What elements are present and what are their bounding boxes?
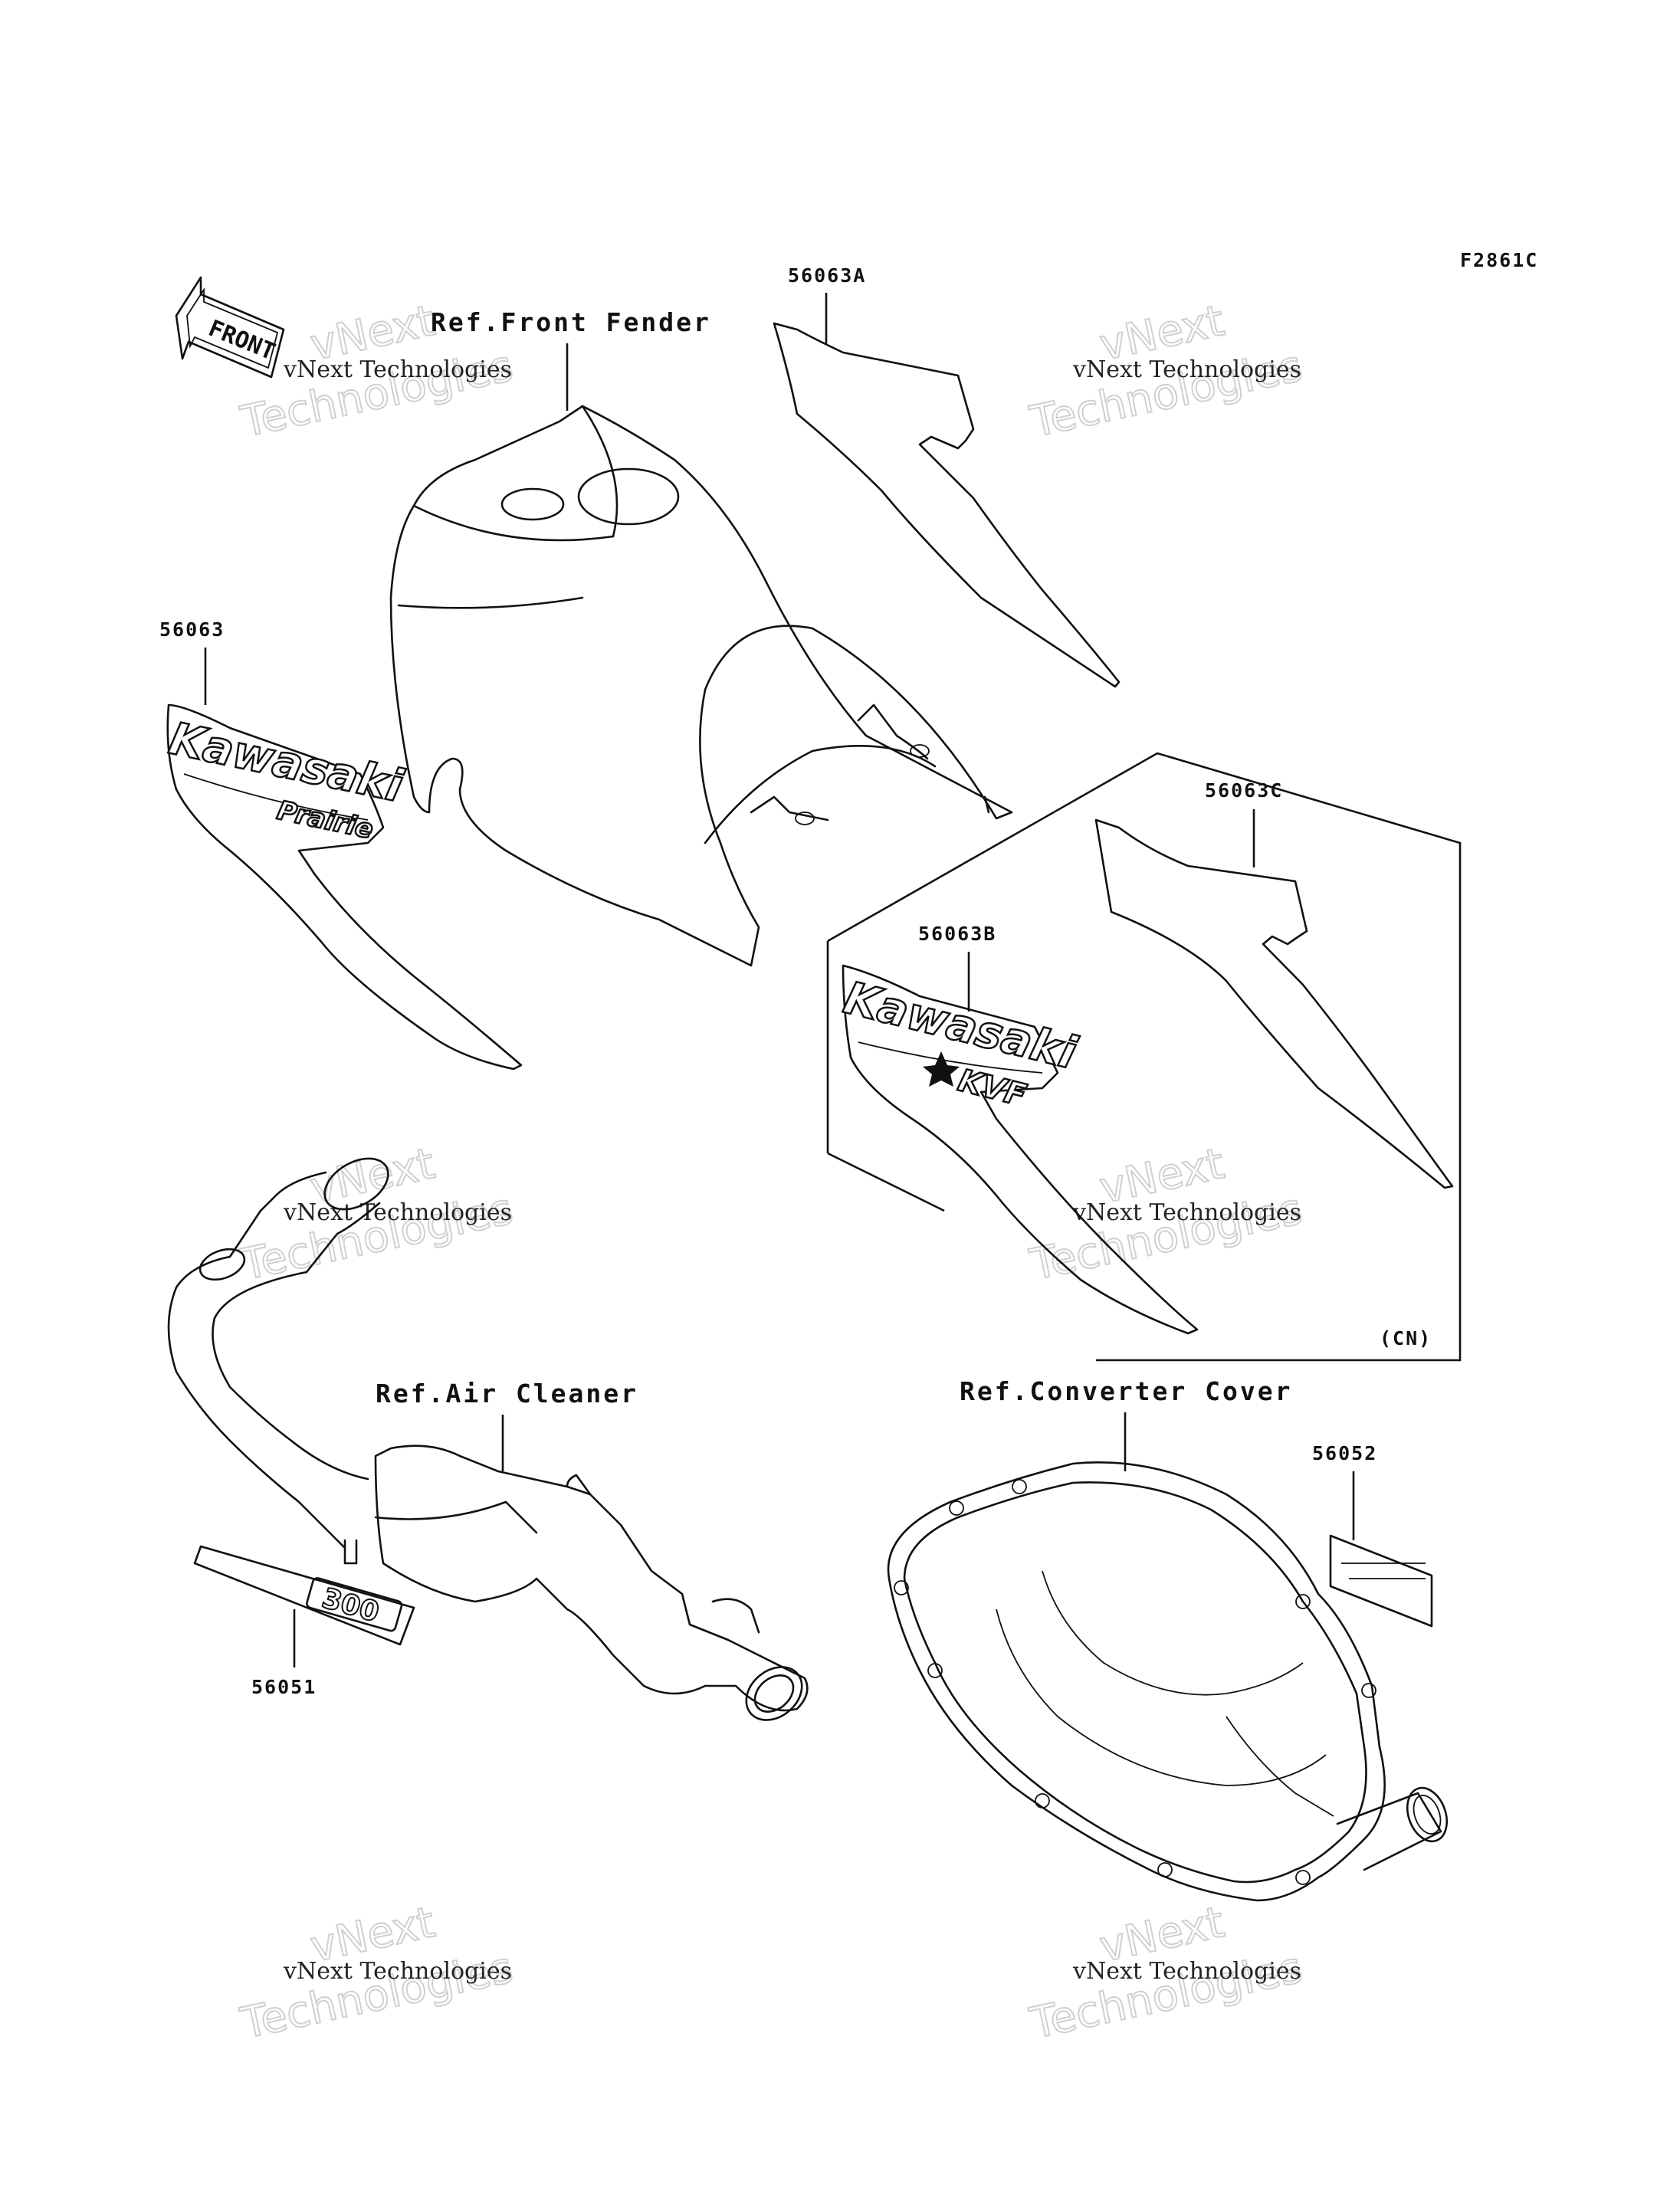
label-air-cleaner: Ref.Air Cleaner: [376, 1379, 638, 1408]
watermark-3: vNext Technologies vNext Technologies: [235, 1138, 517, 1291]
decal-56063A: [773, 322, 1121, 688]
svg-text:vNext Technologies: vNext Technologies: [1072, 1199, 1301, 1226]
label-56052: 56052: [1312, 1442, 1377, 1464]
diagram-code: F2861C: [1460, 249, 1538, 271]
front-arrow-icon: FRONT: [175, 276, 285, 379]
front-fender: [389, 405, 1013, 967]
watermark-2: vNext Technologies vNext Technologies: [1025, 295, 1307, 448]
maple-leaf-icon: [923, 1051, 960, 1087]
decal-56063B: Kawasaki KVF: [838, 964, 1199, 1335]
label-converter-cover: Ref.Converter Cover: [960, 1376, 1293, 1406]
converter-cover: [887, 1461, 1448, 1902]
decal-56051-number: 300: [319, 1582, 383, 1628]
decal-56063C: [1094, 818, 1454, 1189]
cn-variant-box: [826, 752, 1462, 1362]
label-front-fender: Ref.Front Fender: [431, 307, 711, 337]
label-56051: 56051: [251, 1676, 317, 1698]
svg-text:vNext Technologies: vNext Technologies: [1072, 1958, 1301, 1985]
decal-56051: 300: [193, 1545, 415, 1646]
watermark-5: vNext Technologies vNext Technologies: [235, 1897, 517, 2050]
label-56063: 56063: [159, 618, 225, 641]
svg-text:vNext Technologies: vNext Technologies: [283, 1199, 512, 1226]
svg-text:vNext Technologies: vNext Technologies: [1072, 356, 1301, 383]
label-56063A: 56063A: [788, 264, 866, 287]
label-56063C: 56063C: [1205, 779, 1283, 802]
label-cn: (CN): [1380, 1327, 1432, 1349]
decal-56063: Kawasaki Prairie: [164, 703, 523, 1071]
air-cleaner: [167, 1157, 809, 1721]
label-56063B: 56063B: [918, 923, 996, 945]
svg-text:vNext Technologies: vNext Technologies: [283, 356, 512, 383]
svg-text:vNext Technologies: vNext Technologies: [283, 1958, 512, 1985]
decal-56052: [1329, 1534, 1433, 1628]
watermark-6: vNext Technologies vNext Technologies: [1025, 1897, 1307, 2050]
